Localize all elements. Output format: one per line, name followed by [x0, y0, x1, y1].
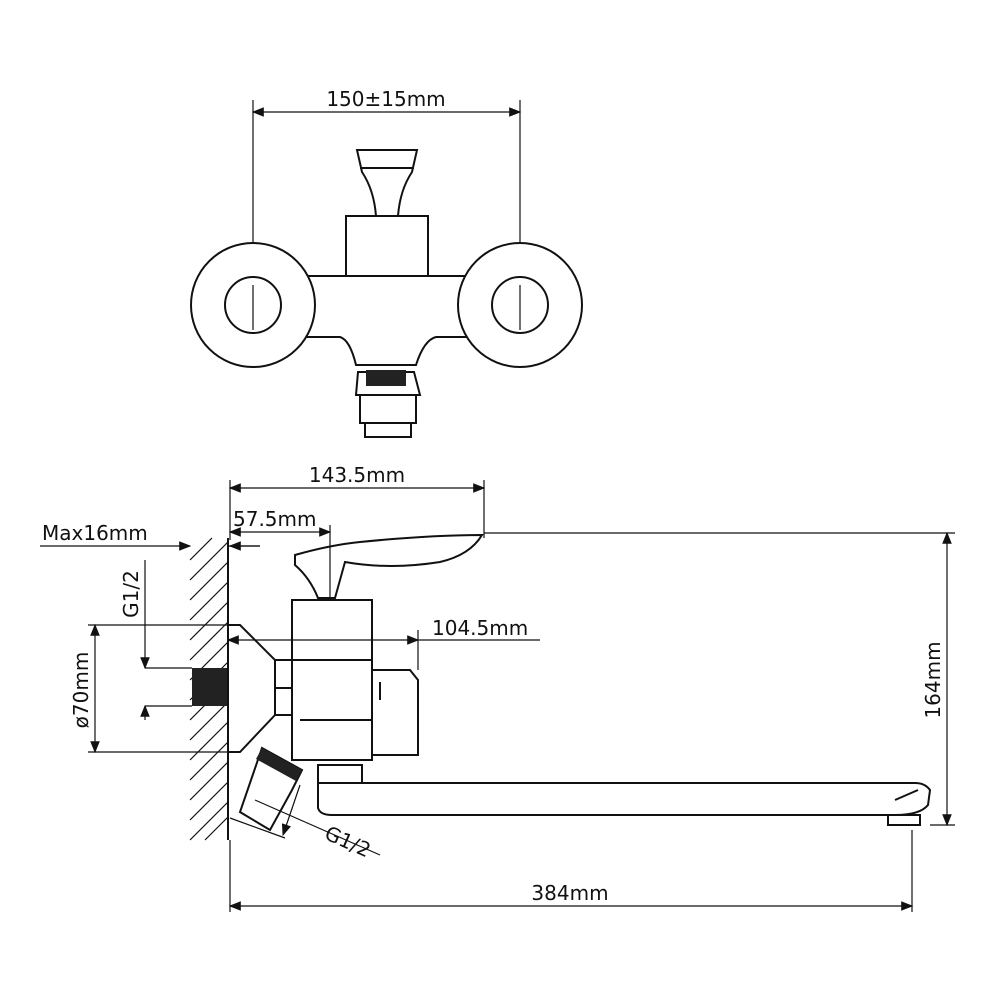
diverter-knob	[371, 669, 419, 756]
handle-lever	[294, 533, 484, 599]
mixer-body-side	[291, 599, 373, 761]
dim-overall-length: 384mm	[531, 881, 608, 905]
inlet-thread	[192, 668, 228, 706]
dim-max-wall: Max16mm	[42, 521, 148, 545]
cartridge-body	[345, 215, 429, 277]
dim-handle-offset: 57.5mm	[233, 507, 317, 531]
top-view: 150±15mm	[190, 87, 583, 438]
dim-thread-inlet: G1/2	[119, 570, 143, 618]
dim-body-depth: 104.5mm	[432, 616, 528, 640]
dim-spout-reach: 143.5mm	[309, 463, 405, 487]
mixer-body-top	[298, 275, 476, 366]
dim-top-center: 150±15mm	[326, 87, 445, 111]
side-view: 143.5mm 57.5mm Max16mm G1/2 ø70mm 104.5m…	[40, 463, 955, 912]
wall-flange	[227, 624, 276, 753]
dim-thread-outlet: G1/2	[321, 821, 374, 862]
spout	[317, 782, 932, 816]
dim-flange-diameter: ø70mm	[69, 652, 93, 729]
aerator	[887, 814, 921, 826]
handle-top-shape	[355, 149, 419, 217]
dim-overall-height: 164mm	[921, 641, 945, 718]
outlet-thread-top	[366, 370, 406, 386]
